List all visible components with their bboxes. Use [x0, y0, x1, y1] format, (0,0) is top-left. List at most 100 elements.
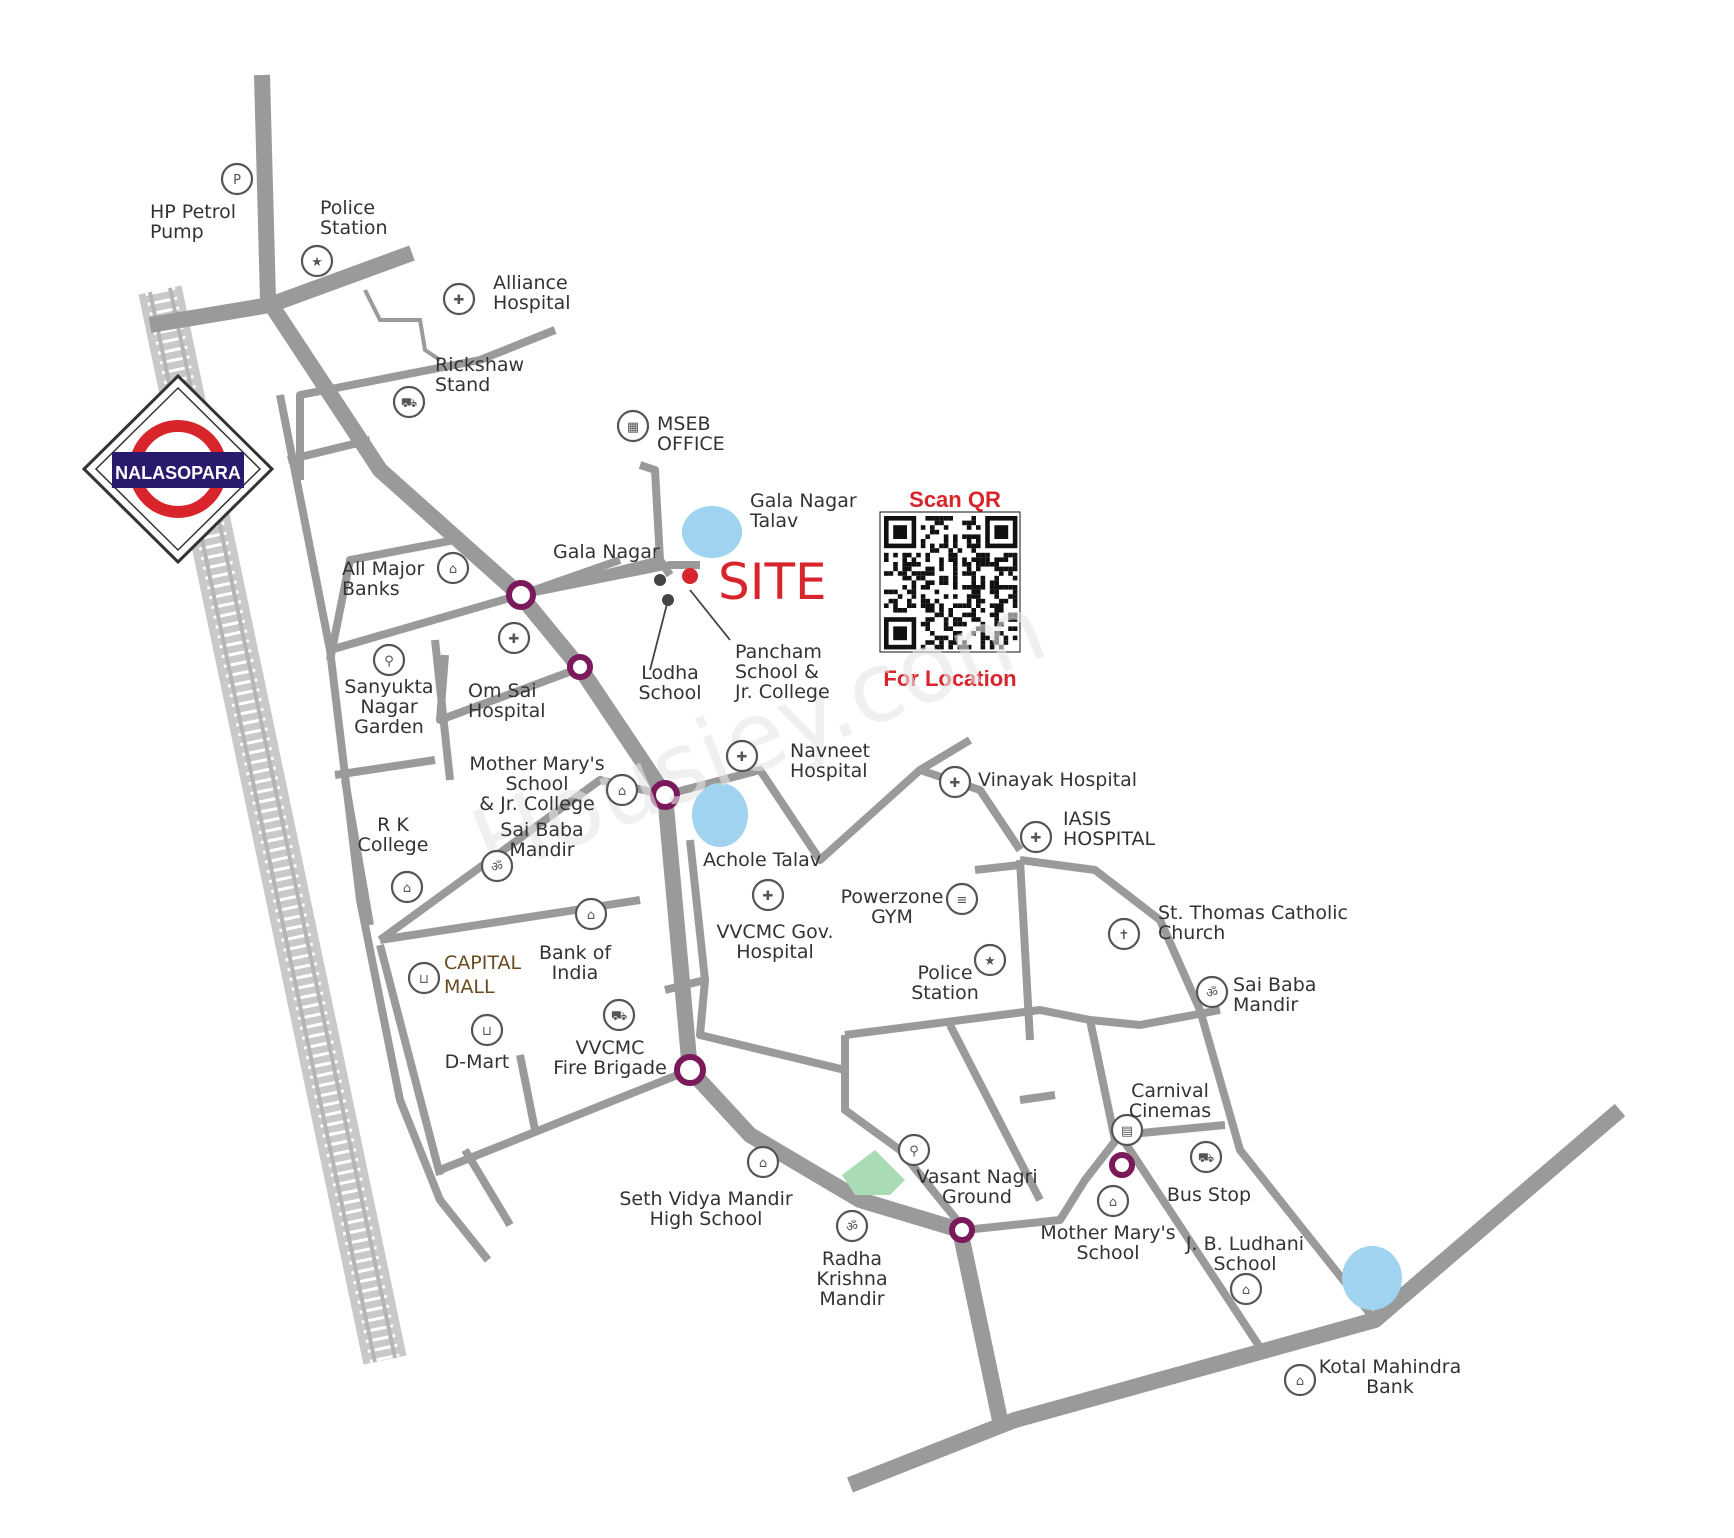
vvcmc-hospital-label: VVCMC Gov.Hospital — [716, 921, 833, 963]
svg-text:⛟: ⛟ — [401, 396, 417, 411]
qr-title: Scan QR — [909, 487, 1001, 512]
d-mart-label: D-Mart — [445, 1051, 510, 1073]
svg-text:⌂: ⌂ — [1242, 1283, 1250, 1298]
svg-text:▤: ▤ — [1121, 1124, 1133, 1139]
junction-marker — [506, 580, 536, 610]
svg-text:⊔: ⊔ — [482, 1024, 492, 1039]
svg-text:✚: ✚ — [1031, 831, 1042, 846]
svg-text:⌂: ⌂ — [1109, 1195, 1117, 1210]
svg-text:✝: ✝ — [1119, 928, 1130, 943]
svg-text:✚: ✚ — [763, 889, 774, 904]
svg-text:⌂: ⌂ — [1296, 1374, 1304, 1389]
site-marker: SITE — [649, 553, 827, 671]
police-icon: ★ — [973, 943, 1007, 977]
hospital-icon: ✚ — [751, 878, 785, 912]
svg-text:⊔: ⊔ — [419, 972, 429, 987]
junction-marker — [567, 654, 593, 680]
svg-text:⌂: ⌂ — [618, 784, 626, 799]
svg-text:ॐ: ॐ — [1206, 986, 1218, 1001]
fuel-icon: P — [220, 162, 254, 196]
site-dot — [682, 568, 698, 584]
junction-marker — [674, 1054, 706, 1086]
police-icon: ★ — [300, 244, 334, 278]
achole-lake — [692, 783, 748, 847]
fire-truck-icon: ⛟ — [602, 998, 636, 1032]
svg-text:⛟: ⛟ — [1198, 1151, 1214, 1166]
site-label: SITE — [718, 553, 827, 611]
nalasopara-station-badge: NALASOPARA — [81, 373, 275, 565]
bank-icon: ⌂ — [574, 897, 608, 931]
vinayak-hospital-label: Vinayak Hospital — [978, 769, 1137, 791]
svg-text:✚: ✚ — [950, 776, 961, 791]
school-icon: ⌂ — [605, 773, 639, 807]
water-bodies — [682, 506, 1402, 1310]
cinema-icon: ▤ — [1110, 1113, 1144, 1147]
svg-text:★: ★ — [311, 255, 323, 270]
achole-talav-label: Achole Talav — [703, 849, 821, 871]
station-name: NALASOPARA — [115, 463, 241, 483]
svg-text:⌂: ⌂ — [449, 562, 457, 577]
gala-nagar-label: Gala Nagar — [553, 541, 660, 563]
qr-code-image — [884, 516, 1018, 650]
svg-text:ॐ: ॐ — [491, 860, 503, 875]
qr-caption: For Location — [883, 666, 1016, 691]
poi-icons: P★✚⛟▦⌂✚⚲⌂✚✚✚ॐ⌂✚≡✝⌂⊔★ॐ⊔⛟▤⚲⛟⌂⌂ॐ⌂⌂ — [220, 162, 1317, 1397]
qr-code-block: Scan QR For Location — [879, 487, 1021, 691]
junction-markers — [506, 580, 1135, 1243]
rickshaw-icon: ⛟ — [392, 385, 426, 419]
junction-marker — [949, 1217, 975, 1243]
office-icon: ▦ — [616, 409, 650, 443]
svg-text:⌂: ⌂ — [403, 881, 411, 896]
svg-text:✚: ✚ — [454, 293, 465, 308]
bank-icon: ⌂ — [436, 551, 470, 585]
bus-icon: ⛟ — [1189, 1140, 1223, 1174]
junction-marker — [1109, 1152, 1135, 1178]
lake-south-east — [1342, 1246, 1402, 1310]
church-icon: ✝ — [1107, 917, 1141, 951]
temple-icon: ॐ — [1195, 975, 1229, 1009]
svg-text:★: ★ — [984, 954, 996, 969]
junction-marker — [650, 780, 680, 810]
svg-text:⛟: ⛟ — [611, 1009, 627, 1024]
running-icon: ⚲ — [897, 1133, 931, 1167]
school-icon: ⌂ — [746, 1145, 780, 1179]
shop-icon: ⊔ — [470, 1013, 504, 1047]
svg-text:⚲: ⚲ — [909, 1144, 919, 1159]
gala-nagar-lake — [682, 506, 742, 558]
svg-text:✚: ✚ — [737, 750, 748, 765]
bus-stop-label: Bus Stop — [1167, 1184, 1251, 1206]
hospital-icon: ✚ — [938, 765, 972, 799]
park-area — [842, 1150, 905, 1195]
svg-text:▦: ▦ — [627, 420, 639, 435]
